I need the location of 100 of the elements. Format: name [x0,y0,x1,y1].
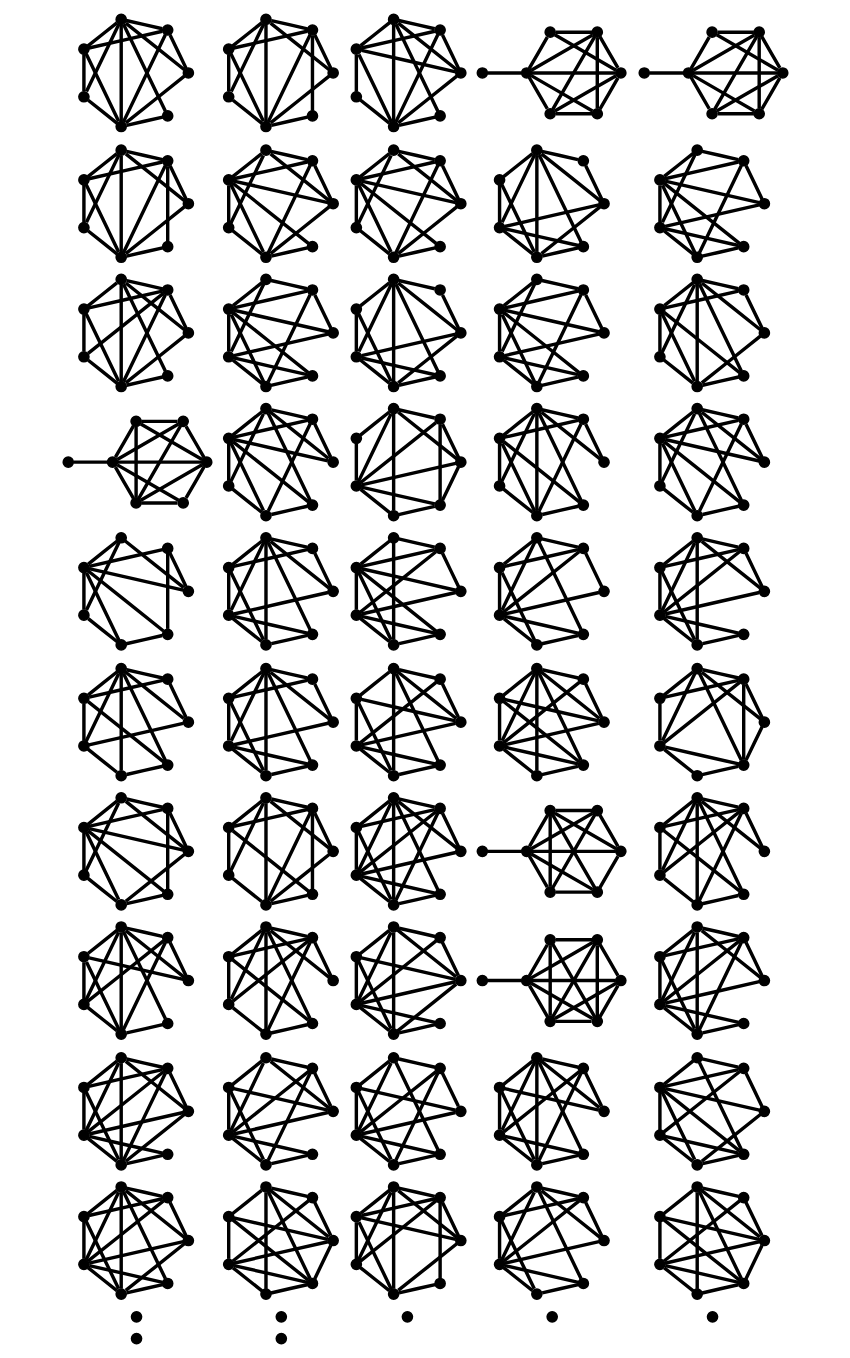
node-circle [493,480,505,492]
connector [270,246,308,258]
connector [744,1072,764,1108]
connector [269,670,330,721]
node-circle [306,1277,318,1290]
connector [84,961,120,1031]
connector [550,814,596,889]
connector [231,1059,263,1086]
node-circle [577,673,589,685]
node-circle [222,480,234,492]
connector [86,358,118,385]
connector [391,284,395,382]
connector [168,1201,188,1237]
connector [697,1191,743,1280]
connector [487,849,521,854]
connector [396,800,458,850]
connector [360,614,435,635]
node-circle [129,497,142,509]
connector [88,1067,163,1088]
node-circle [758,1234,770,1247]
connector [597,984,619,1018]
connector [499,1220,536,1290]
connector [398,1057,435,1069]
connector [502,1266,534,1292]
connector [717,30,754,34]
connector [359,539,391,566]
connector [358,1059,390,1086]
connector [270,1057,308,1069]
node-circle [758,716,770,728]
connector [358,747,390,774]
connector [88,1110,184,1136]
node-circle [590,107,603,120]
node-circle [259,251,272,264]
connector [504,1134,579,1155]
node-circle [259,1159,272,1171]
node-circle [114,662,127,675]
connector [664,227,739,248]
connector [537,1072,583,1161]
node-circle [77,692,90,705]
connector [125,633,163,646]
node-circle [161,1017,173,1030]
connector [113,425,135,458]
connector [662,1089,741,1153]
connector [662,1266,694,1293]
node-circle [690,791,703,804]
node-circle [454,845,467,858]
connector [269,929,330,979]
node-circle [690,1288,703,1300]
connector [266,423,312,512]
connector [500,572,536,642]
node-circle [182,585,194,598]
connector [86,98,118,125]
connector [396,21,458,72]
node-circle [690,251,703,264]
connector [359,681,437,744]
connector [233,614,308,635]
connector [119,1192,123,1289]
connector [312,1072,332,1108]
node-circle [577,413,589,425]
node-circle [161,888,173,901]
node-circle [433,1191,446,1204]
connector [125,115,163,127]
connector [125,797,163,809]
node-circle [653,1081,666,1094]
connector [497,1221,501,1259]
node-circle [454,974,467,987]
connector [231,1189,263,1215]
connector [226,1221,230,1259]
connector [84,1191,120,1261]
connector [231,829,309,893]
node-circle [637,67,650,79]
node-circle [77,609,90,621]
connector [487,978,521,983]
connector [81,1221,86,1259]
connector [744,552,764,588]
connector [396,410,458,461]
node-circle [737,802,749,815]
node-circle [737,759,749,771]
node-circle [114,13,127,26]
connector [700,1113,761,1163]
connector [123,539,185,590]
node-circle [543,933,556,946]
node-circle [653,221,666,234]
connector [660,312,696,382]
node-circle [530,769,543,782]
connector [88,160,163,181]
connector [124,1242,185,1292]
connector [583,294,603,330]
node-circle [530,509,543,522]
node-circle [306,370,318,382]
node-circle [590,26,603,38]
connector [358,617,390,643]
connector [125,1153,163,1166]
connector [396,205,458,255]
connector [266,941,312,1031]
connector [124,334,185,385]
connector [81,185,86,223]
connector [660,413,696,483]
node-circle [182,845,194,858]
connector [664,160,739,181]
